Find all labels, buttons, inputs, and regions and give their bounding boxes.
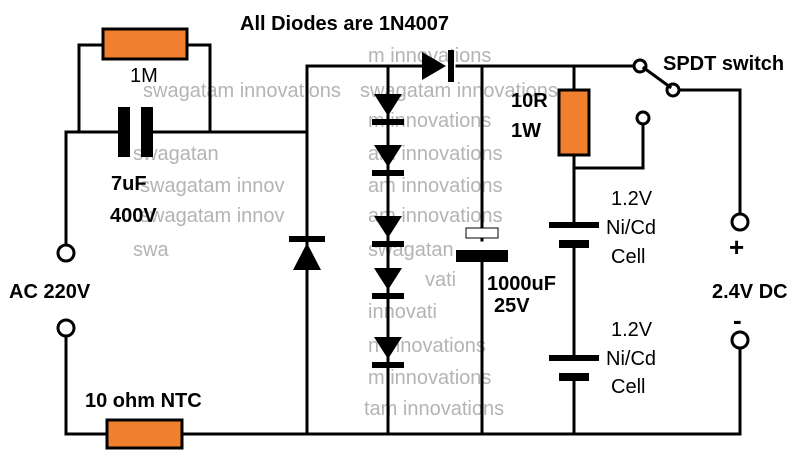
cell2-type: Ni/Cd <box>606 348 656 370</box>
cell1-voltage: 1.2V <box>611 188 653 210</box>
cell1-type: Ni/Cd <box>606 217 656 239</box>
cell-1 <box>549 222 599 248</box>
watermark-line: m innovations <box>368 110 491 132</box>
diode-string-3 <box>372 216 404 247</box>
switch-label: SPDT switch <box>663 53 784 75</box>
watermark-line: swagatam innovations <box>360 80 558 102</box>
cap-value-label: 7uF <box>111 173 147 195</box>
watermark-line: am innovations <box>368 143 503 165</box>
watermark-line: swagatam innov <box>140 205 285 227</box>
ntc-thermistor <box>105 418 184 450</box>
bleeder-resistor-label: 1M <box>130 65 158 87</box>
diode-string-5 <box>372 337 404 368</box>
watermark-line: swagatam innovations <box>143 80 341 102</box>
diode-string-1 <box>372 94 404 125</box>
watermark-line: swagatan <box>133 143 219 165</box>
cell1-kind: Cell <box>611 246 645 268</box>
cap-voltage-label: 400V <box>110 205 157 227</box>
filter-cap-value: 1000uF <box>487 273 556 295</box>
diode-string-2 <box>372 145 404 176</box>
ntc-label: 10 ohm NTC <box>85 390 202 412</box>
cell2-kind: Cell <box>611 376 645 398</box>
watermark-line: tam innovations <box>364 398 504 420</box>
series-diode <box>422 50 454 82</box>
watermark-line: m innovations <box>368 45 491 67</box>
cell2-voltage: 1.2V <box>611 319 653 341</box>
watermark-line: vati <box>425 269 456 291</box>
dc-plus-sign: + <box>729 232 744 262</box>
series-resistor-value: 10R <box>511 90 548 112</box>
watermark-line: am innovations <box>368 205 503 227</box>
diode-string-4 <box>372 268 404 299</box>
input-capacitor <box>118 107 153 157</box>
spdt-switch <box>632 58 681 126</box>
watermark-line: m innovations <box>368 367 491 389</box>
dc-terminal-minus <box>730 330 750 350</box>
watermark-line: innovati <box>368 301 437 323</box>
watermark-line: swagatam innov <box>140 175 285 197</box>
dc-output-label: 2.4V DC <box>712 281 788 303</box>
cell-2 <box>549 355 599 381</box>
diagram-title: All Diodes are 1N4007 <box>240 13 449 35</box>
series-resistor <box>557 88 591 157</box>
watermark-line: swa <box>133 239 169 261</box>
wire-switch-nc <box>572 118 645 170</box>
wire-switch-common <box>675 88 742 217</box>
shunt-diode <box>289 236 325 270</box>
bleeder-resistor <box>101 27 189 61</box>
ac-terminal-bottom <box>56 318 76 338</box>
diode-string <box>372 94 404 368</box>
ac-terminal-top <box>56 243 76 263</box>
watermark-line: am innovations <box>368 175 503 197</box>
watermark: m innovations swagatam innovations swaga… <box>133 45 558 420</box>
dc-minus-sign: - <box>733 305 742 335</box>
ac-label: AC 220V <box>9 281 91 303</box>
series-resistor-power: 1W <box>511 120 541 142</box>
dc-terminal-plus <box>730 212 750 232</box>
filter-cap-voltage: 25V <box>494 295 530 317</box>
filter-capacitor <box>456 227 508 262</box>
